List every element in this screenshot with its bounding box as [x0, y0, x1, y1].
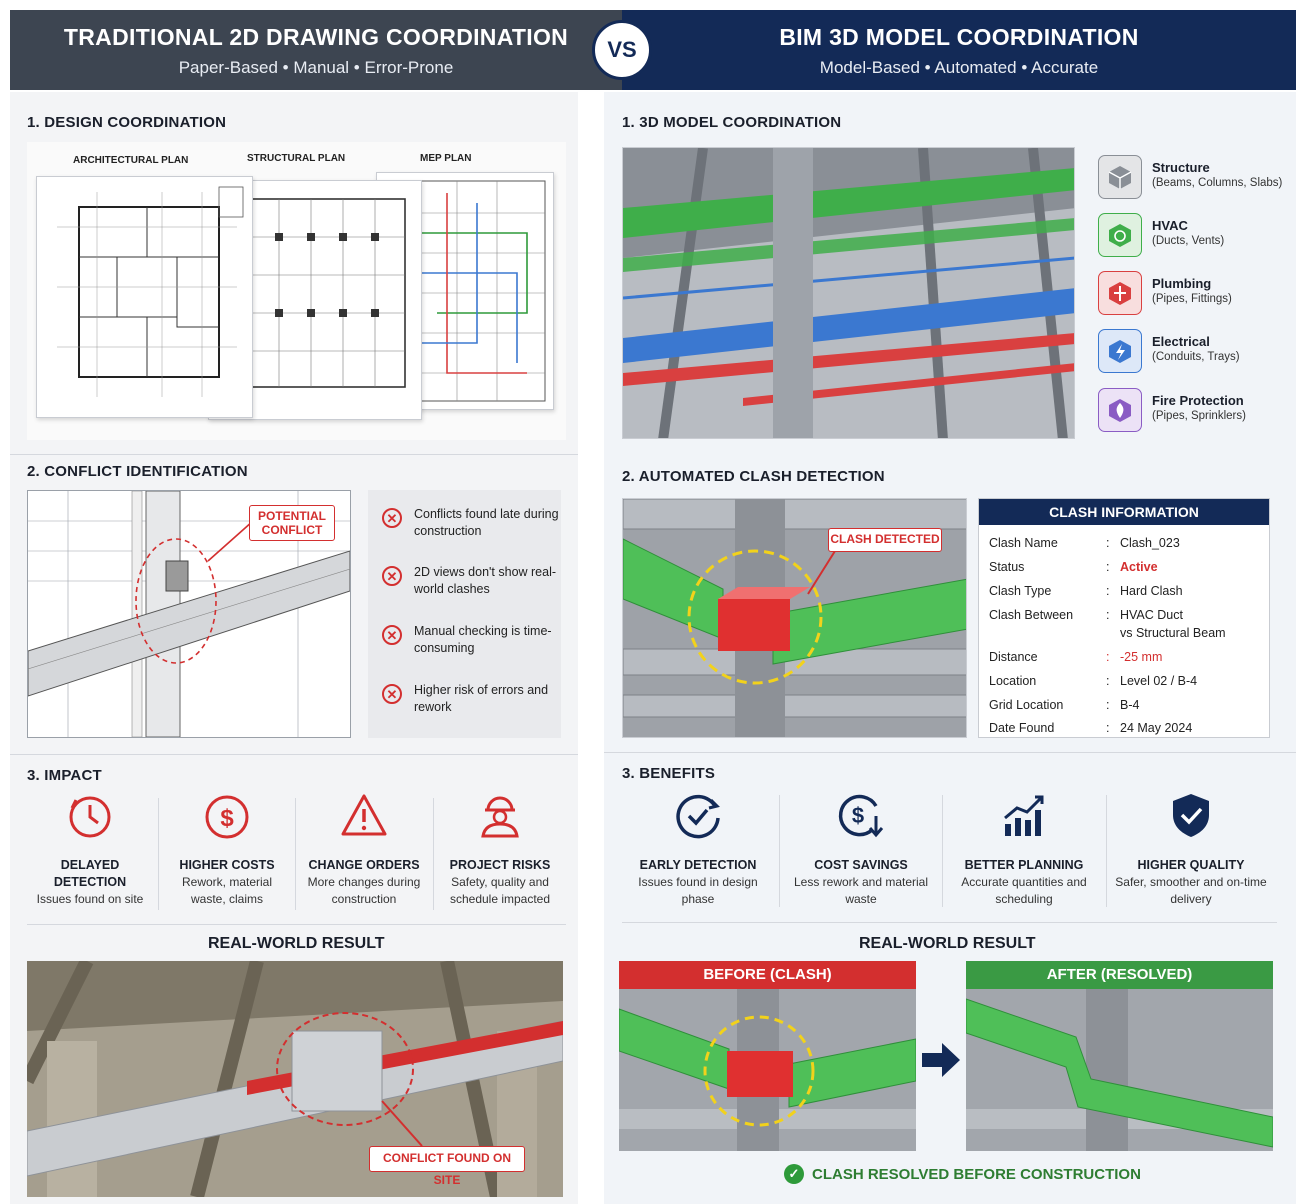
after-resolved-scene	[966, 989, 1273, 1151]
clock-icon	[69, 796, 111, 838]
separator	[622, 922, 1277, 923]
benefits-title: 3. BENEFITS	[622, 765, 716, 782]
info-row: Status:Active	[989, 558, 1269, 576]
divider	[295, 798, 296, 910]
model-coordination-title: 1. 3D MODEL COORDINATION	[622, 114, 842, 131]
x-circle-icon: ✕	[382, 684, 402, 704]
arrow-right-icon	[922, 1043, 960, 1077]
benefit-cost-savings: $ COST SAVINGS Less rework and material …	[785, 790, 937, 908]
separator	[27, 924, 566, 925]
benefit-better-planning: BETTER PLANNING Accurate quantities and …	[948, 790, 1100, 908]
before-clash-heading: BEFORE (CLASH)	[619, 961, 916, 989]
after-resolved-heading: AFTER (RESOLVED)	[966, 961, 1273, 989]
benefit-early-detection: EARLY DETECTION Issues found in design p…	[622, 790, 774, 908]
architectural-plan-label: ARCHITECTURAL PLAN	[73, 155, 189, 166]
before-clash-view	[619, 989, 916, 1151]
after-resolved-view	[966, 989, 1273, 1151]
hvac-icon	[1098, 213, 1142, 257]
potential-conflict-label: POTENTIAL CONFLICT	[249, 505, 335, 541]
right-result-title: REAL-WORLD RESULT	[859, 935, 1036, 952]
left-header: TRADITIONAL 2D DRAWING COORDINATION Pape…	[10, 10, 622, 90]
divider	[942, 795, 943, 907]
clash-information-heading: CLASH INFORMATION	[979, 499, 1269, 525]
architectural-plan-sheet	[36, 176, 253, 418]
clash-detection-title: 2. AUTOMATED CLASH DETECTION	[622, 468, 885, 485]
dollar-down-icon: $	[838, 794, 884, 838]
x-circle-icon: ✕	[382, 508, 402, 528]
architectural-plan-drawing	[57, 186, 244, 397]
electrical-icon	[1098, 329, 1142, 373]
info-row: Location:Level 02 / B-4	[989, 674, 1198, 688]
svg-text:$: $	[852, 803, 864, 828]
info-row: Distance:-25 mm	[989, 650, 1163, 664]
svg-text:$: $	[220, 805, 234, 832]
left-subtitle: Paper-Based • Manual • Error-Prone	[178, 58, 454, 77]
info-row: Grid Location:B-4	[989, 698, 1140, 712]
benefit-higher-quality: HIGHER QUALITY Safer, smoother and on-ti…	[1112, 790, 1270, 908]
right-subtitle: Model-Based • Automated • Accurate	[819, 58, 1099, 77]
fire-protection-icon	[1098, 388, 1142, 432]
conflict-identification-title: 2. CONFLICT IDENTIFICATION	[27, 463, 248, 480]
conflict-sketch-drawing	[27, 490, 351, 738]
before-clash-scene	[619, 989, 916, 1151]
right-header: BIM 3D MODEL COORDINATION Model-Based • …	[622, 10, 1296, 90]
worker-icon	[481, 796, 519, 838]
impact-change-orders: CHANGE ORDERS More changes during constr…	[300, 790, 428, 908]
clock-check-icon	[676, 794, 720, 839]
clash-view	[622, 498, 967, 738]
right-title: BIM 3D MODEL COORDINATION	[779, 24, 1139, 50]
dollar-icon: $	[205, 795, 249, 839]
shield-check-icon	[1173, 794, 1209, 837]
impact-project-risks: PROJECT RISKS Safety, quality and schedu…	[438, 790, 562, 908]
mep-plan-label: MEP PLAN	[420, 153, 472, 164]
impact-title: 3. IMPACT	[27, 767, 102, 784]
clash-information-panel: CLASH INFORMATION Clash Name:Clash_023 S…	[978, 498, 1270, 738]
conflict-bullets: ✕Conflicts found late during constructio…	[368, 490, 561, 738]
vs-badge: VS	[592, 20, 652, 80]
clash-scene	[623, 499, 966, 737]
plumbing-icon	[1098, 271, 1142, 315]
left-result-title: REAL-WORLD RESULT	[208, 935, 385, 952]
divider	[433, 798, 434, 910]
clash-detected-label: CLASH DETECTED	[828, 528, 942, 552]
clash-resolved-banner: ✓ CLASH RESOLVED BEFORE CONSTRUCTION	[784, 1164, 1141, 1184]
site-photo	[27, 961, 563, 1197]
x-circle-icon: ✕	[382, 566, 402, 586]
info-row: Date Found:24 May 2024	[989, 721, 1193, 735]
status-badge: Active	[1120, 560, 1158, 574]
info-row: Clash Name:Clash_023	[989, 536, 1180, 550]
check-circle-icon: ✓	[784, 1164, 804, 1184]
separator	[604, 752, 1296, 753]
site-photo-scene	[27, 961, 563, 1197]
bim-model-view	[622, 147, 1075, 439]
impact-higher-costs: $ HIGHER COSTS Rework, material waste, c…	[164, 790, 290, 908]
divider	[779, 795, 780, 907]
conflict-found-on-site-label: CONFLICT FOUND ON SITE	[369, 1146, 525, 1187]
design-coordination-title: 1. DESIGN COORDINATION	[27, 114, 227, 131]
info-row: Clash Type:Hard Clash	[989, 584, 1183, 598]
separator	[10, 754, 578, 755]
chart-icon	[1004, 795, 1044, 836]
structural-plan-label: STRUCTURAL PLAN	[247, 153, 346, 164]
impact-delayed-detection: DELAYED DETECTION Issues found on site	[27, 790, 153, 908]
divider	[1106, 795, 1107, 907]
divider	[158, 798, 159, 910]
bim-model-scene	[623, 148, 1074, 438]
warning-icon	[341, 794, 387, 836]
structure-icon	[1098, 155, 1142, 199]
left-title: TRADITIONAL 2D DRAWING COORDINATION	[63, 24, 569, 50]
x-circle-icon: ✕	[382, 625, 402, 645]
separator	[10, 454, 578, 455]
